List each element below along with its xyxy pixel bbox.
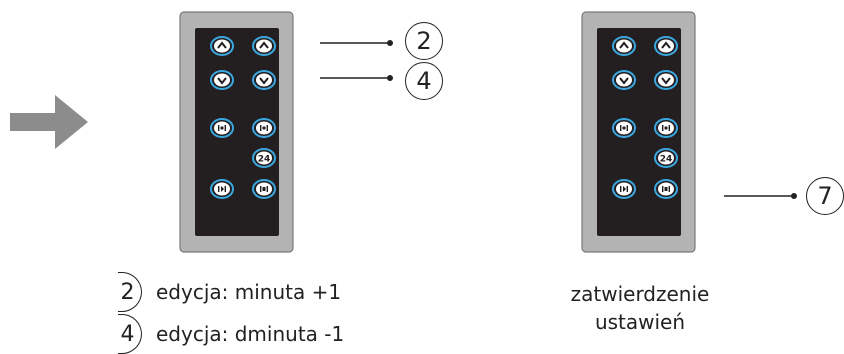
up-button-right[interactable] xyxy=(252,36,276,56)
transition-arrow xyxy=(10,95,88,149)
mode-button-left[interactable] xyxy=(612,118,636,138)
down-button-left[interactable] xyxy=(612,70,636,90)
callout-7-right: 7 xyxy=(806,177,844,215)
stop-button[interactable] xyxy=(654,179,678,199)
down-button-right[interactable] xyxy=(252,70,276,90)
button-24[interactable]: 24 xyxy=(252,148,276,168)
callout-2-label: 2 xyxy=(416,27,432,55)
legend-text-2: edycja: minuta +1 xyxy=(156,280,342,304)
play-button[interactable] xyxy=(210,179,234,199)
right-caption: zatwierdzenie ustawień xyxy=(545,284,735,332)
remote-left-buttons: 24 xyxy=(210,36,276,199)
legend-number-2-label: 2 xyxy=(120,279,135,305)
label-24: 24 xyxy=(258,155,271,165)
label-24: 24 xyxy=(660,155,673,165)
right-caption-line-1: zatwierdzenie xyxy=(570,282,710,306)
legend-text-4: edycja: dminuta -1 xyxy=(156,322,345,346)
callout-4-left: 4 xyxy=(405,62,443,100)
down-button-left[interactable] xyxy=(210,70,234,90)
remote-right xyxy=(581,11,696,253)
stop-button[interactable] xyxy=(252,179,276,199)
up-button-right[interactable] xyxy=(654,36,678,56)
up-button-left[interactable] xyxy=(612,36,636,56)
mode-button-right[interactable] xyxy=(252,118,276,138)
callout-7-label: 7 xyxy=(817,182,833,210)
mode-button-left[interactable] xyxy=(210,118,234,138)
up-button-left[interactable] xyxy=(210,36,234,56)
down-button-right[interactable] xyxy=(654,70,678,90)
callout-2-left: 2 xyxy=(405,22,443,60)
play-button[interactable] xyxy=(612,179,636,199)
right-caption-line-2: ustawień xyxy=(594,310,686,334)
remote-right-buttons: 24 xyxy=(612,36,678,199)
legend-number-4-label: 4 xyxy=(120,321,135,347)
button-24[interactable]: 24 xyxy=(654,148,678,168)
mode-button-right[interactable] xyxy=(654,118,678,138)
remote-left xyxy=(179,11,294,253)
callout-lines xyxy=(320,40,797,199)
callout-4-label: 4 xyxy=(416,67,432,95)
